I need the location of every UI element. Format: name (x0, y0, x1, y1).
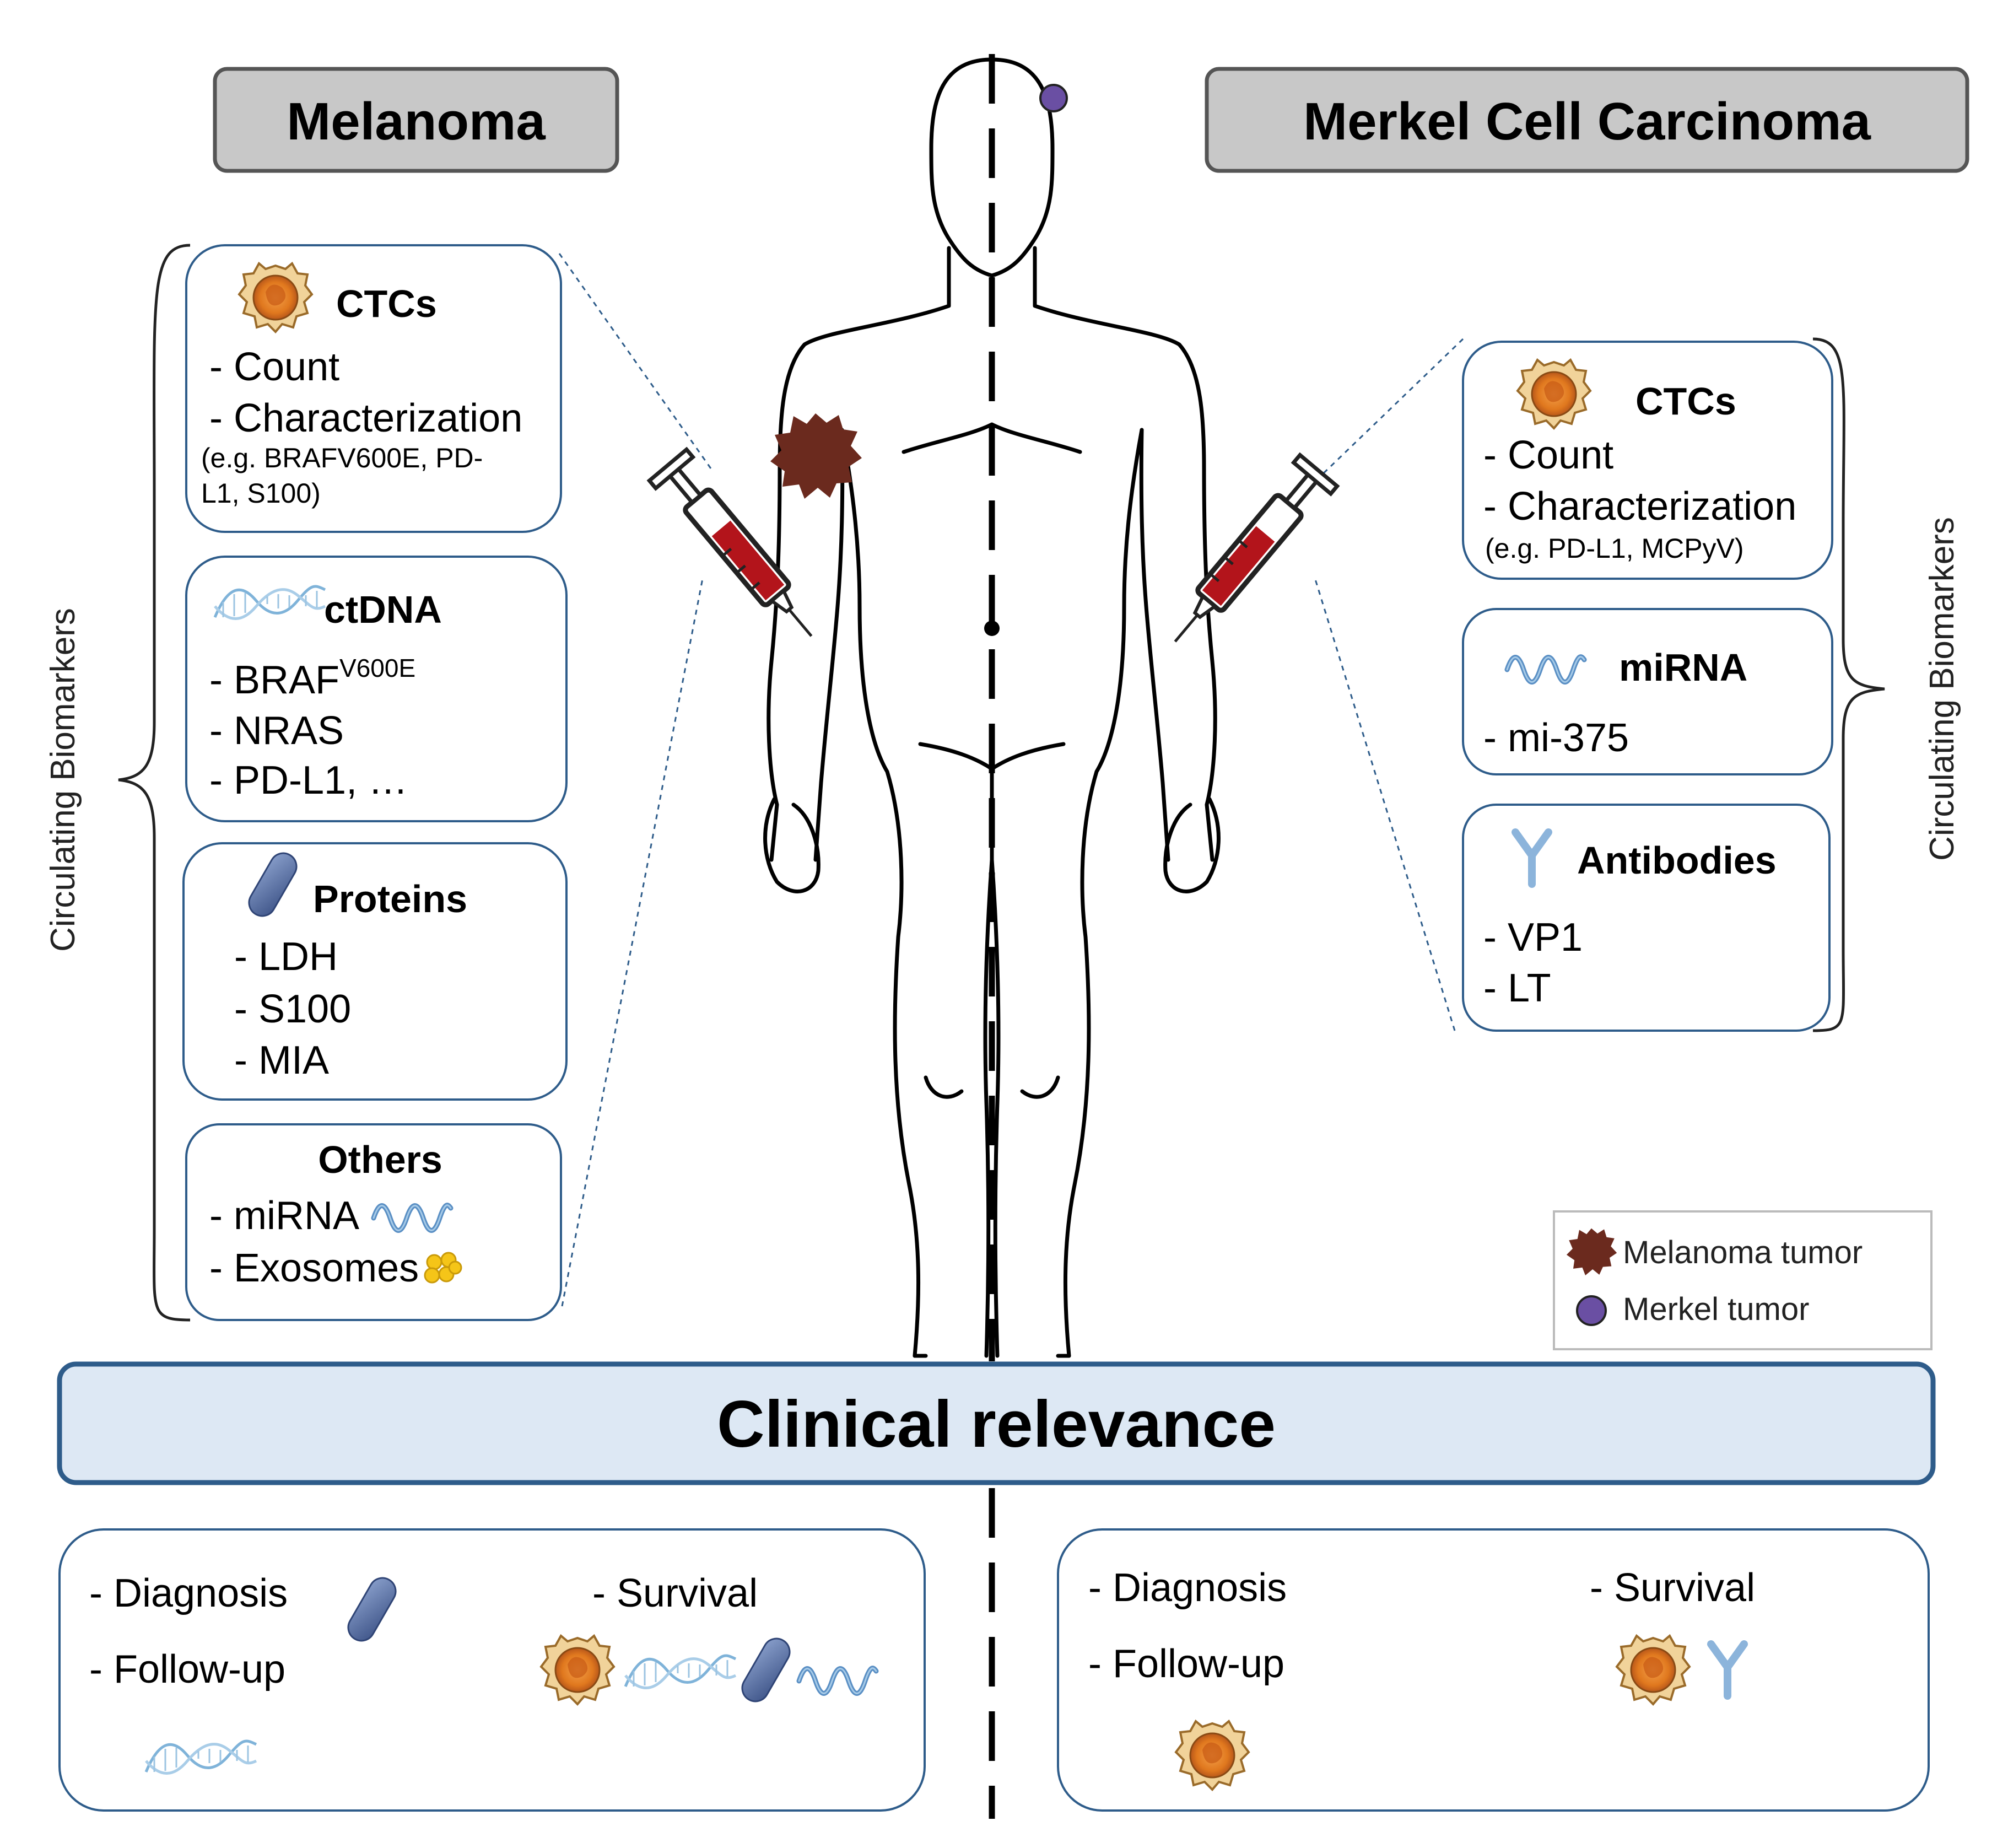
left-proteins-box: Proteins - LDH - S100 - MIA (182, 842, 568, 1101)
left-ctdna-item: - NRAS (209, 709, 344, 753)
merkel-tumor-icon (1039, 84, 1068, 112)
left-others-item: - Exosomes (209, 1246, 419, 1290)
left-ctcs-note: L1, S100) (201, 478, 321, 509)
clinical-relevance-title: Clinical relevance (717, 1387, 1276, 1461)
clinical-relevance-banner: Clinical relevance (57, 1361, 1936, 1485)
left-others-item: - miRNA (209, 1194, 359, 1238)
melanoma-header: Melanoma (213, 67, 619, 173)
left-proteins-item: - MIA (234, 1038, 329, 1082)
right-mirna-box: miRNA - mi-375 (1462, 608, 1833, 775)
clinical-right-diagnosis: - Diagnosis (1088, 1566, 1287, 1610)
clinical-right-followup: - Follow-up (1088, 1642, 1284, 1686)
right-mirna-item: - mi-375 (1483, 716, 1629, 760)
right-mirna-title: miRNA (1619, 646, 1747, 689)
left-brace (118, 244, 191, 1322)
clinical-left-diagnosis: - Diagnosis (89, 1571, 288, 1615)
left-others-title: Others (318, 1138, 442, 1181)
right-brace (1812, 337, 1885, 1032)
clinical-right-box: - Diagnosis - Follow-up - Survival (1057, 1528, 1930, 1812)
left-ctcs-note: (e.g. BRAFV600E, PD- (201, 443, 483, 473)
right-syringe-icon (1157, 455, 1337, 658)
right-antibodies-box: Antibodies - VP1 - LT (1462, 804, 1831, 1032)
clinical-right-survival: - Survival (1590, 1566, 1755, 1610)
human-body-figure (763, 57, 1221, 1358)
left-ctdna-box: ctDNA - BRAFV600E - NRAS - PD-L1, … (185, 556, 568, 822)
left-proteins-item: - LDH (234, 935, 338, 979)
right-ctcs-title: CTCs (1635, 380, 1736, 423)
right-antibodies-item: - VP1 (1483, 915, 1583, 960)
legend-merkel-icon (1576, 1295, 1607, 1326)
legend-melanoma-label: Melanoma tumor (1623, 1235, 1863, 1270)
right-ctcs-item: - Count (1483, 433, 1613, 477)
legend-merkel-label: Merkel tumor (1623, 1291, 1809, 1327)
melanoma-tumor-icon (770, 413, 862, 499)
left-ctdna-title: ctDNA (324, 588, 442, 631)
merkel-header: Merkel Cell Carcinoma (1205, 67, 1969, 173)
clinical-left-box: - Diagnosis - Follow-up - Survival (58, 1528, 926, 1812)
merkel-header-label: Merkel Cell Carcinoma (1303, 92, 1871, 151)
left-ctcs-box: CTCs - Count - Characterization (e.g. BR… (185, 244, 562, 533)
right-antibodies-item: - LT (1483, 966, 1551, 1010)
right-ctcs-box: CTCs - Count - Characterization (e.g. PD… (1462, 341, 1833, 580)
right-ctcs-note: (e.g. PD-L1, MCPyV) (1485, 533, 1744, 564)
left-ctdna-item-braf: - BRAFV600E (209, 654, 415, 702)
right-circulating-biomarkers-label: Circulating Biomarkers (1923, 517, 1961, 861)
left-others-box: Others - miRNA - Exosomes (185, 1123, 562, 1321)
connector-lines (558, 253, 1464, 1307)
left-proteins-title: Proteins (313, 877, 467, 920)
left-ctcs-item: - Count (209, 345, 339, 389)
left-circulating-biomarkers-label: Circulating Biomarkers (44, 608, 82, 952)
right-antibodies-title: Antibodies (1577, 839, 1777, 882)
legend: Melanoma tumor Merkel tumor (1553, 1210, 1933, 1350)
clinical-left-followup: - Follow-up (89, 1647, 285, 1691)
left-ctcs-title: CTCs (336, 282, 437, 325)
navel (984, 621, 1000, 636)
left-proteins-item: - S100 (234, 987, 351, 1031)
melanoma-header-label: Melanoma (287, 92, 546, 151)
left-ctcs-item: - Characterization (209, 396, 522, 440)
clinical-left-survival: - Survival (592, 1571, 758, 1615)
left-ctdna-item: - PD-L1, … (209, 758, 408, 802)
right-ctcs-item: - Characterization (1483, 484, 1796, 529)
